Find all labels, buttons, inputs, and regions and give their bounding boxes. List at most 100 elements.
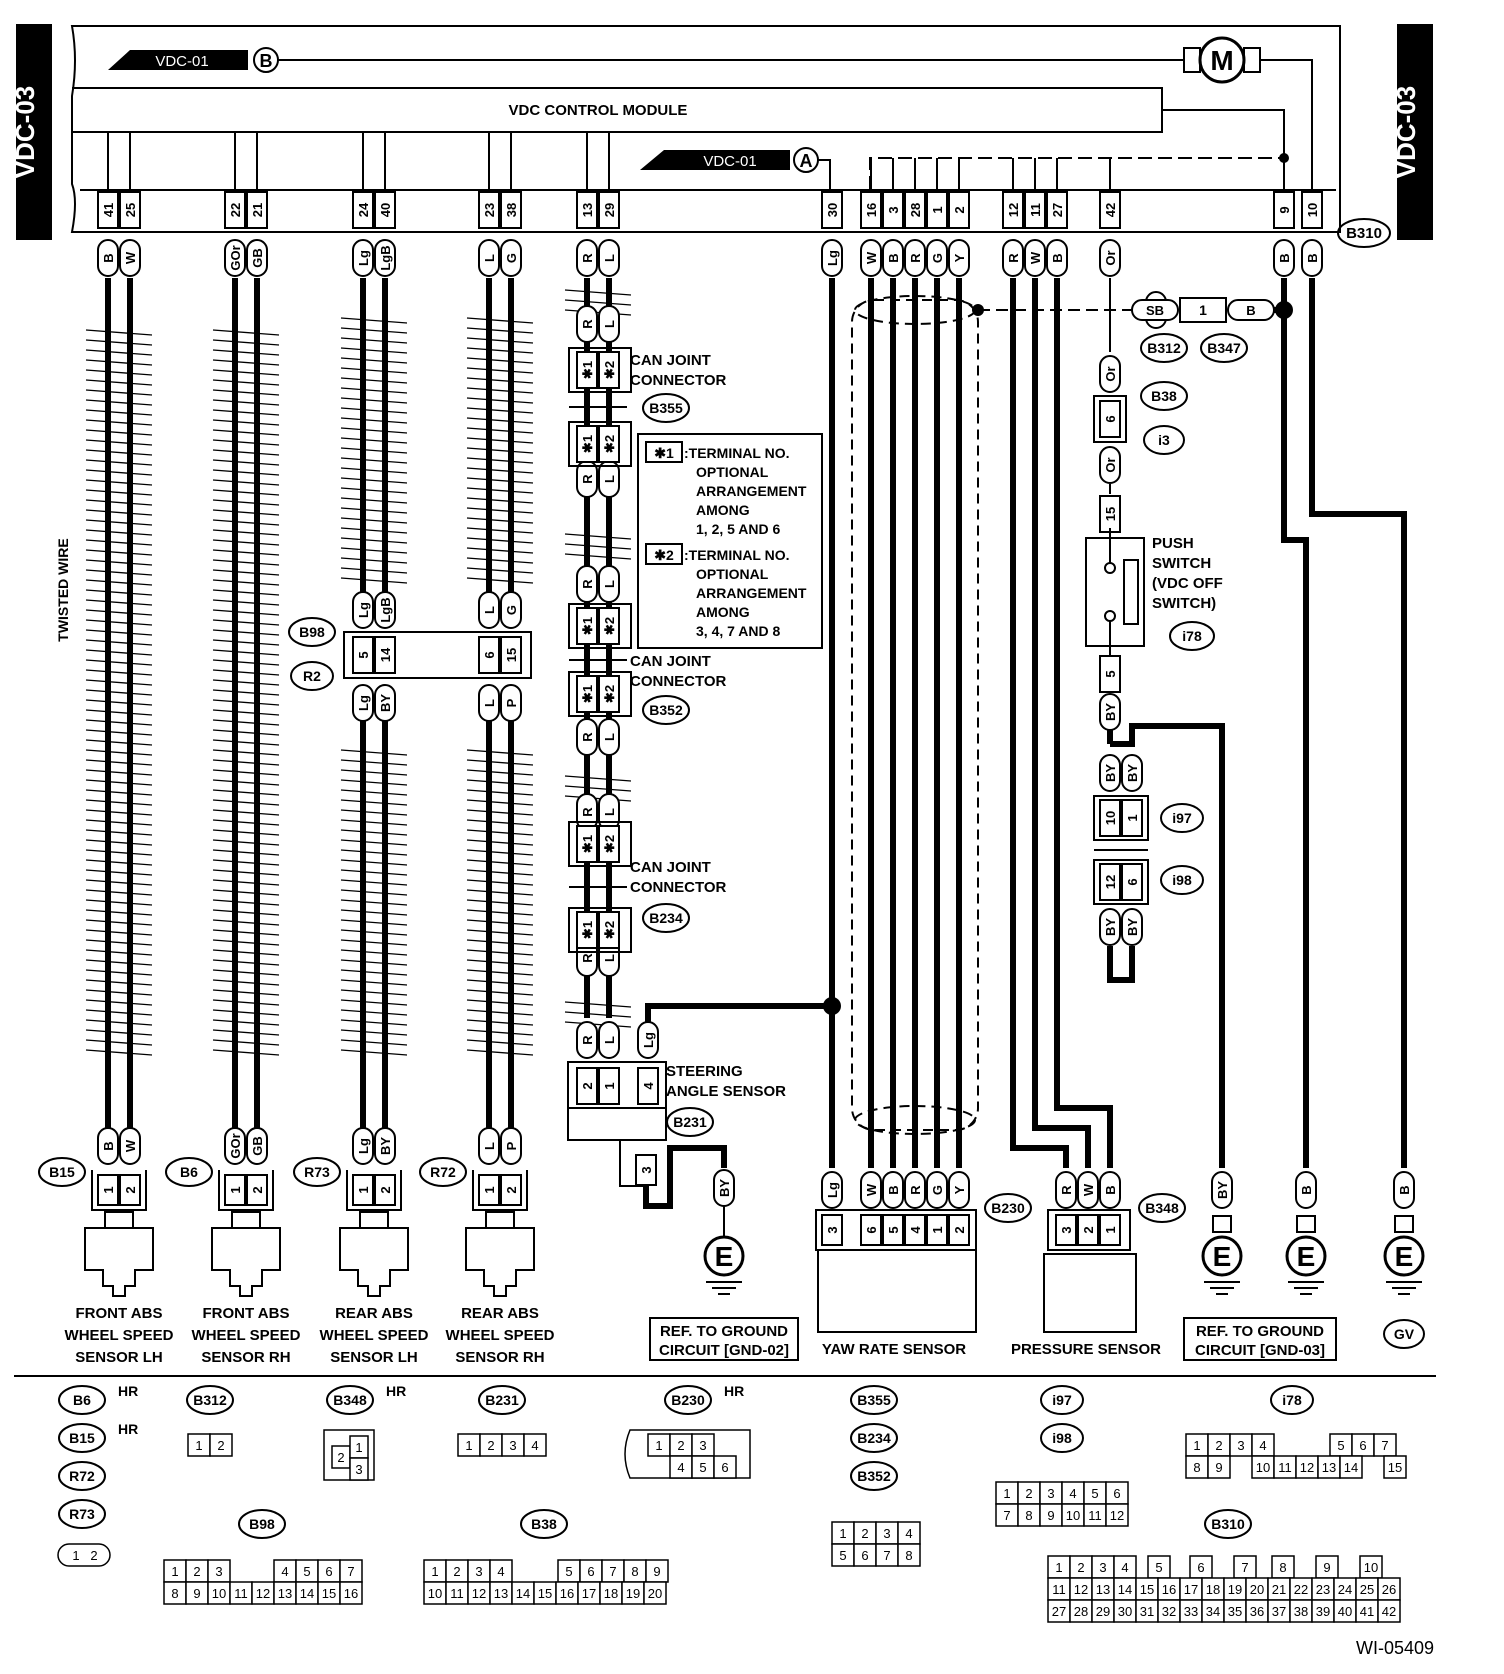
yaw-pin-6-text: 6 (864, 1226, 879, 1233)
b310-wire-color-16-pill (860, 239, 882, 277)
sensor-R73-caption-1: WHEEL SPEED (320, 1327, 429, 1344)
note-text-1e: 1, 2, 5 AND 6 (696, 521, 781, 537)
can-star2-4-text: ✱2 (602, 835, 617, 853)
b310-wire-color-42-text: Or (1103, 250, 1118, 265)
b310-id-oval (1337, 218, 1391, 248)
sensor-R72-pin-1-cell (478, 1174, 500, 1206)
sensor-R72-color-a-text: L (482, 1142, 497, 1150)
b310-wire-color-27-text: B (1050, 253, 1065, 262)
motor-left-terminal (1183, 47, 1201, 73)
twist-B15 (85, 329, 153, 1056)
legend-i78-br-text-15: 15 (1388, 1460, 1402, 1475)
ref-ground-02-a: REF. TO GROUND (660, 1323, 788, 1340)
b98-pin-15-text: 15 (504, 648, 519, 662)
legend-b348-text-1: 1 (355, 1440, 362, 1455)
b310-pin-9-cell (1273, 191, 1295, 229)
i97-by-a-pill (1099, 754, 1121, 792)
sensor-R73-color-b-pill (374, 1127, 396, 1165)
b310-pin-30-text: 30 (825, 203, 840, 217)
legend-b38-bot-text-18: 18 (604, 1586, 618, 1601)
pressure-color-2-pill (1099, 1171, 1121, 1209)
legend-i97-bot-text-7: 7 (1003, 1508, 1010, 1523)
twisted-wire-label: TWISTED WIRE (55, 538, 71, 641)
legend-b230-text: B230 (671, 1392, 705, 1408)
sensor-R72-color-b-text: P (504, 1141, 519, 1150)
legend-b310-r3-text-39: 39 (1316, 1604, 1330, 1619)
b310-wire-color-30-pill (821, 239, 843, 277)
yaw-color-1-text: W (864, 1183, 879, 1196)
sensor-R72-pin-1-text: 1 (482, 1186, 497, 1193)
legend-b310-r3-text-41: 41 (1360, 1604, 1374, 1619)
legend-b310-text-8: 8 (1279, 1560, 1286, 1575)
ground-lug-0 (1212, 1215, 1232, 1233)
shield-joint-pin: 1 (1199, 302, 1207, 318)
shield-sb-text2: SB (1146, 303, 1164, 318)
can-connector-b352-text: B352 (649, 702, 683, 718)
b310-wire-color-3-pill (882, 239, 904, 277)
can-star1-0-cell (576, 351, 598, 389)
pressure-id-oval (1138, 1193, 1186, 1223)
b310-pin-41-text: 41 (101, 203, 116, 217)
b310-pin-42-text: 42 (1103, 203, 1118, 217)
can-joint-box-0 (568, 347, 632, 393)
r2-bottom-color-3-pill (500, 684, 522, 722)
legend-i78-bm-text-12: 12 (1300, 1460, 1314, 1475)
b310-pin-10-text: 10 (1305, 203, 1320, 217)
sensor-R73-housing (346, 1170, 402, 1211)
steering-ground-color-text: BY (717, 1179, 732, 1197)
legend-b98-bot-text-10: 10 (212, 1586, 226, 1601)
legend-b355-bot-text-8: 8 (905, 1548, 912, 1563)
can-color-l-3-pill (598, 718, 620, 756)
legend-b310-r3-text-31: 31 (1140, 1604, 1154, 1619)
can-color-r-4-text: R (580, 807, 595, 817)
legend-i97-bot-text-10: 10 (1066, 1508, 1080, 1523)
b310-wire-color-12-pill (1002, 239, 1024, 277)
can-star1-4-text: ✱1 (580, 835, 595, 853)
can-twist-0 (564, 289, 632, 316)
legend-i78-tl-text-4: 4 (1259, 1438, 1266, 1453)
can-color-l-4-text: L (602, 808, 617, 816)
sensor-R73-pin-1-text: 1 (356, 1186, 371, 1193)
sensor-B15-caption-1: WHEEL SPEED (65, 1327, 174, 1344)
steering-ground-wire (643, 1145, 727, 1209)
yaw-pin-5-cell (882, 1214, 904, 1246)
ref-ground-03-box (1183, 1317, 1337, 1361)
legend-R73-text: R73 (69, 1506, 95, 1522)
b310-wire-color-24-pill (352, 239, 374, 277)
legend-b98-tr-text-6: 6 (325, 1564, 332, 1579)
legend-b38-tr-text-8: 8 (631, 1564, 638, 1579)
b310-wire-color-16-text: W (864, 251, 879, 264)
steering-color-l-pill (598, 1021, 620, 1059)
legend-i97-bot-text-12: 12 (1110, 1508, 1124, 1523)
b310-pin-38-text: 38 (504, 203, 519, 217)
legend-b310-r2-text-12: 12 (1074, 1582, 1088, 1597)
ref-a-letter: A (800, 151, 813, 171)
legend-b310-text-7: 7 (1241, 1560, 1248, 1575)
r2-bottom-color-1-text: BY (378, 694, 393, 712)
yaw-color-3-text: R (908, 1185, 923, 1195)
legend-b310-r3-text-36: 36 (1250, 1604, 1264, 1619)
ground-e-4-letter: E (1395, 1241, 1414, 1272)
b310-wire-color-41-text: B (101, 253, 116, 262)
legend-i97-text: i97 (1052, 1392, 1072, 1408)
sensor-B15-pin-2-text: 2 (123, 1186, 138, 1193)
legend-b310-r2-text-23: 23 (1316, 1582, 1330, 1597)
legend-B355-text: B355 (857, 1392, 891, 1408)
i98-pin-6-cell (1121, 863, 1143, 901)
legend-b312-text-1: 1 (195, 1438, 202, 1453)
sensor-R73-id-text: R73 (304, 1164, 330, 1180)
legend-b231-oval (478, 1385, 526, 1415)
can-star1-5-cell (576, 911, 598, 949)
legend-b310-r2-text-11: 11 (1052, 1582, 1066, 1597)
steering-pin-4-text: 4 (641, 1082, 656, 1090)
b310-pin-22-cell (224, 191, 246, 229)
can-star1-3-cell (576, 675, 598, 713)
b98-pin-5-cell (352, 636, 374, 674)
legend-i78-text: i78 (1282, 1392, 1302, 1408)
b310-wire-color-21-text: GB (250, 248, 265, 268)
side-tab-left (16, 24, 52, 240)
can-connector-b352-oval (642, 695, 690, 725)
legend-b38-bot-cell-20 (643, 1581, 667, 1605)
internal-bus (869, 157, 1284, 190)
